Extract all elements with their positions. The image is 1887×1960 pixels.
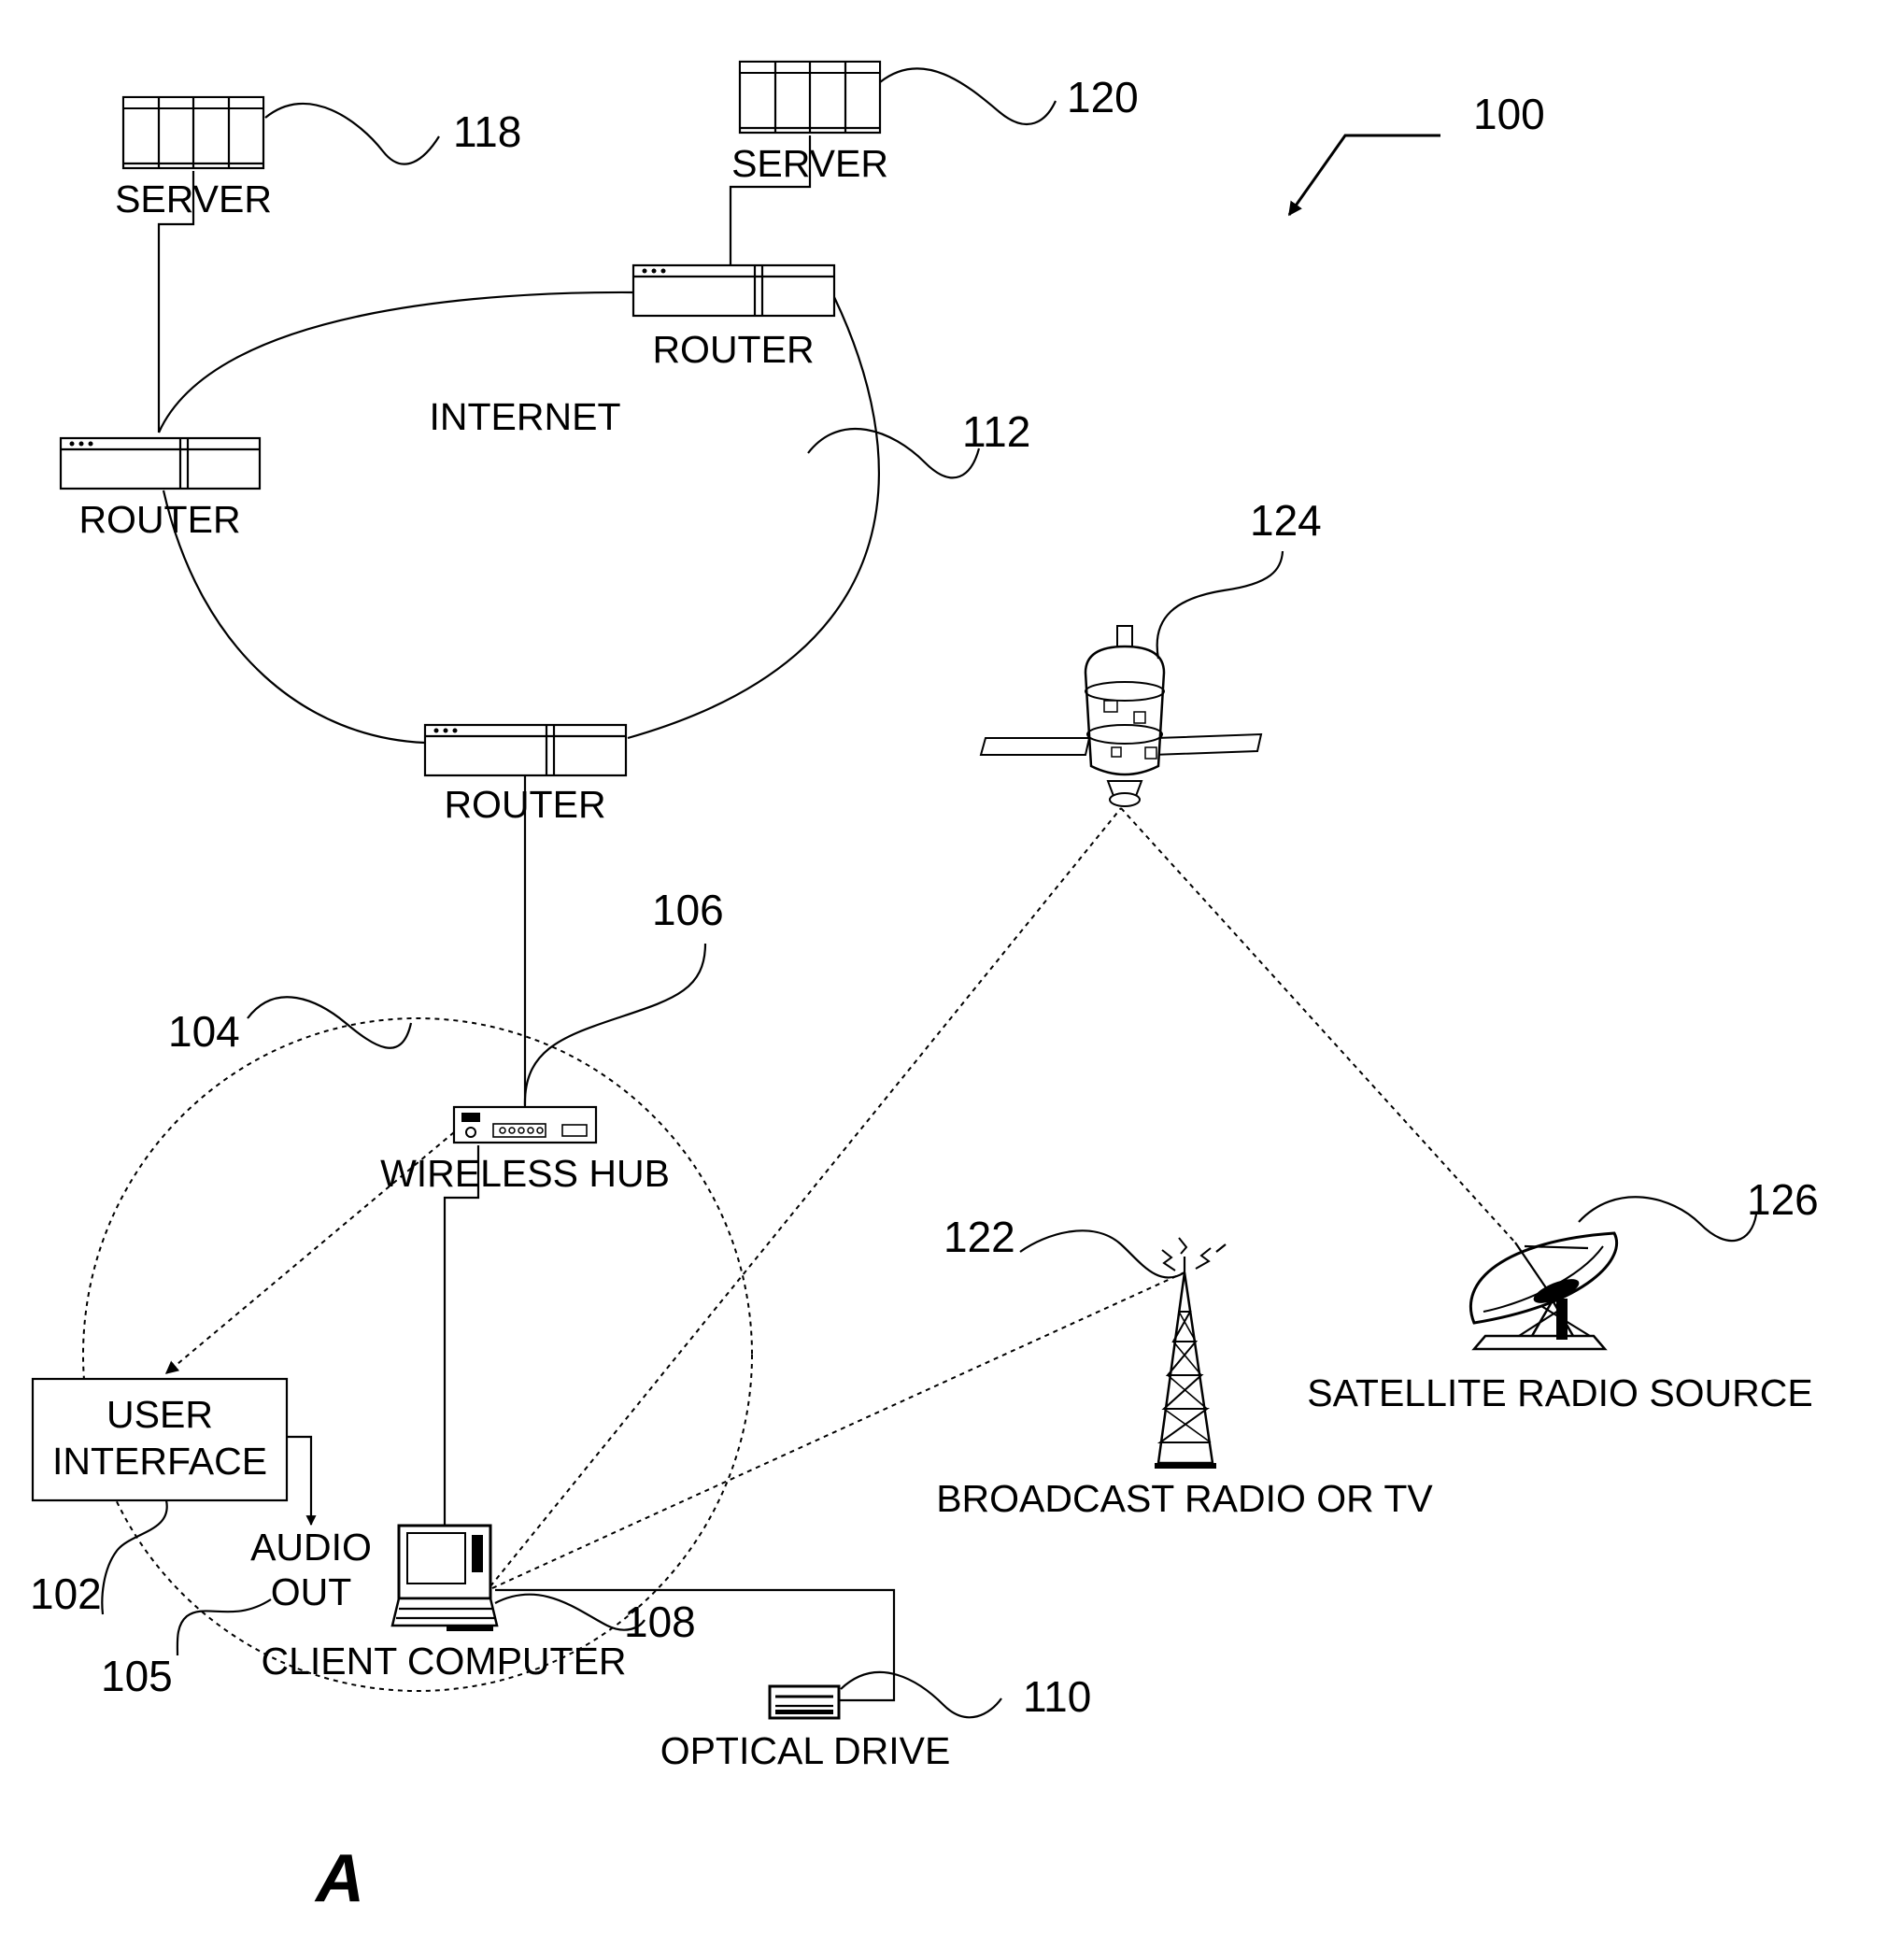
optical-drive-icon	[770, 1686, 839, 1718]
satellite-dish-link	[1121, 808, 1515, 1243]
ref-106-leader	[525, 944, 705, 1107]
ref-122-leader	[1020, 1230, 1185, 1277]
ref-118: 118	[453, 107, 521, 156]
ref-112-leader	[808, 429, 979, 477]
satellite-dish-icon	[1470, 1233, 1616, 1349]
hub-ui-wireless-link	[166, 1132, 454, 1373]
ref-108-leader	[495, 1595, 645, 1630]
user-interface-label-line1: USER	[106, 1393, 213, 1436]
satellite-radio-source-label: SATELLITE RADIO SOURCE	[1307, 1371, 1812, 1414]
ref-124-leader	[1157, 551, 1283, 659]
client-broadcast-link	[492, 1272, 1185, 1588]
router-top-icon	[633, 265, 834, 316]
client-satellite-link	[490, 808, 1121, 1586]
ref-126: 126	[1747, 1175, 1819, 1224]
broadcast-label: BROADCAST RADIO OR TV	[936, 1477, 1433, 1520]
ref-106: 106	[652, 886, 724, 934]
ref-100-arrow	[1289, 135, 1440, 215]
ref-118-leader	[265, 104, 439, 164]
server-118-icon	[123, 97, 263, 168]
router-left-label: ROUTER	[78, 498, 240, 541]
ref-105: 105	[101, 1652, 173, 1700]
ref-102-leader	[102, 1500, 166, 1614]
hub-client-link	[445, 1145, 478, 1532]
router-top-label: ROUTER	[652, 328, 814, 371]
ref-122: 122	[944, 1213, 1015, 1261]
audio-out-label-line2: OUT	[271, 1570, 352, 1613]
internet-label: INTERNET	[430, 395, 621, 438]
server-120-icon	[740, 62, 880, 133]
ref-120: 120	[1067, 73, 1139, 121]
ref-124: 124	[1250, 496, 1322, 545]
ref-105-leader	[177, 1599, 271, 1655]
wireless-hub-icon	[454, 1107, 596, 1143]
ref-102: 102	[30, 1569, 102, 1618]
ref-112: 112	[962, 407, 1030, 456]
ref-110-leader	[841, 1672, 1001, 1717]
optical-drive-label: OPTICAL DRIVE	[660, 1729, 951, 1772]
figure-letter: A	[314, 1841, 364, 1916]
ref-120-leader	[880, 68, 1056, 124]
router-bottom-icon	[425, 725, 626, 775]
satellite-icon	[981, 626, 1261, 806]
audio-out-label-line1: AUDIO	[250, 1526, 372, 1569]
broadcast-tower-icon	[1155, 1238, 1226, 1469]
ref-104-leader	[248, 997, 411, 1047]
ref-110: 110	[1023, 1672, 1091, 1721]
ref-104: 104	[168, 1007, 240, 1056]
router-left-icon	[61, 438, 260, 489]
ui-audio-link	[287, 1437, 311, 1525]
client-computer-icon	[392, 1526, 497, 1631]
client-computer-label: CLIENT COMPUTER	[261, 1640, 626, 1683]
user-interface-label-line2: INTERFACE	[52, 1440, 267, 1483]
ref-108: 108	[624, 1598, 696, 1646]
ref-100: 100	[1473, 90, 1545, 138]
